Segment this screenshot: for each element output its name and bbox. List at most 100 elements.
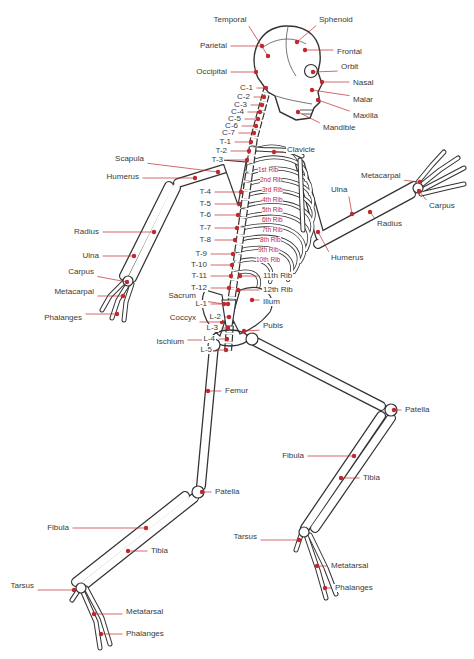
leader-line: [211, 254, 234, 255]
leader-line: [238, 290, 260, 291]
leader-line: [349, 196, 352, 214]
marker-dot: [121, 294, 125, 298]
bone-label: Tibia: [362, 474, 381, 482]
marker-dot: [295, 40, 299, 44]
bone-label: C-7: [221, 129, 236, 137]
bone-label: L-5: [199, 346, 213, 354]
marker-dot: [260, 44, 264, 48]
marker-dot: [193, 176, 197, 180]
bone-label: Metatarsal: [330, 562, 369, 570]
marker-dot: [316, 98, 320, 102]
leader-line: [211, 288, 230, 289]
bone-label: Frontal: [336, 48, 363, 56]
marker-dot: [239, 190, 243, 194]
bone-label: Phalanges: [43, 314, 83, 322]
bone-label: T-6: [198, 211, 212, 219]
leader-line: [211, 265, 233, 266]
leader-line: [103, 256, 135, 257]
marker-dot: [229, 274, 233, 278]
leader-line: [322, 82, 350, 83]
bone-label: Fibula: [46, 524, 70, 532]
marker-dot: [125, 280, 129, 284]
marker-dot: [323, 586, 327, 590]
bone-label: Radius: [73, 228, 100, 236]
marker-dot: [303, 48, 307, 52]
leader-line: [103, 232, 155, 233]
marker-dot: [226, 302, 230, 306]
patella-bone: [385, 404, 397, 416]
bone-label: 11th Rib: [262, 272, 293, 280]
bone-label: Fibula: [281, 452, 305, 460]
marker-dot: [272, 150, 276, 154]
marker-dot: [316, 230, 320, 234]
rib-label: 4th Rib: [262, 197, 283, 204]
leader-line: [38, 590, 75, 591]
marker-dot: [320, 80, 324, 84]
rib-label: 9th Rib: [258, 247, 279, 254]
leader-line: [312, 90, 350, 96]
marker-dot: [226, 326, 230, 330]
marker-dot: [245, 158, 249, 162]
marker-dot: [152, 230, 156, 234]
leader-line: [308, 456, 355, 457]
bone-label: T-2: [214, 147, 228, 155]
leader-line: [404, 180, 420, 182]
marker-dot: [254, 70, 258, 74]
marker-dot: [247, 149, 251, 153]
leader-line: [211, 276, 232, 277]
bone-label: Carpus: [67, 268, 95, 276]
marker-dot: [297, 538, 301, 542]
bone-label: Nasal: [352, 79, 374, 87]
marker-dot: [115, 312, 119, 316]
marker-dot: [206, 389, 210, 393]
marker-dot: [262, 95, 266, 99]
bone-label: L-4: [202, 335, 216, 343]
bone-label: Ischium: [155, 338, 185, 346]
leader-line: [239, 133, 255, 134]
marker-dot: [92, 612, 96, 616]
bone-label: Parietal: [199, 42, 228, 50]
patella-bone: [192, 486, 204, 498]
leader-line: [244, 330, 260, 332]
marker-dot: [352, 454, 356, 458]
marker-dot: [227, 286, 231, 290]
leader-line: [101, 634, 123, 635]
marker-dot: [236, 213, 240, 217]
leader-line: [86, 314, 118, 315]
leader-line: [318, 232, 329, 252]
scapula-bone: [222, 160, 246, 205]
leader-line: [249, 26, 268, 56]
marker-dot: [315, 564, 319, 568]
leader-line: [143, 178, 196, 179]
bone-label: Femur: [224, 387, 249, 395]
marker-dot: [235, 226, 239, 230]
bone-label: Malar: [352, 96, 374, 104]
bone-label: Phalanges: [125, 630, 165, 638]
rib-label: 7th Rib: [262, 227, 283, 234]
rib-label: 3rd Rib: [262, 187, 283, 194]
leader-line: [147, 163, 218, 172]
leader-line: [231, 72, 257, 73]
bone-label: T-4: [198, 188, 212, 196]
skull-suture: [262, 27, 312, 104]
marker-dot: [296, 110, 300, 114]
bone-label: Radius: [376, 220, 403, 228]
marker-dot: [126, 549, 130, 553]
leader-line: [98, 296, 124, 297]
rib-label: 10th Rib: [256, 257, 280, 264]
marker-dot: [144, 526, 148, 530]
bone-outline: [72, 26, 464, 648]
marker-dot: [264, 86, 268, 90]
bone-label: L-1: [194, 300, 208, 308]
bone-label: Humerus: [330, 254, 364, 262]
bone-label: T-7: [198, 224, 212, 232]
leader-line: [215, 215, 239, 216]
marker-dot: [216, 170, 220, 174]
leader-line: [128, 551, 148, 552]
sternum: [300, 160, 303, 230]
bone-label: C-1: [239, 84, 254, 92]
marker-dot: [230, 263, 234, 267]
marker-dot: [418, 180, 422, 184]
leader-line: [305, 50, 334, 51]
bone-label: T-5: [198, 200, 212, 208]
